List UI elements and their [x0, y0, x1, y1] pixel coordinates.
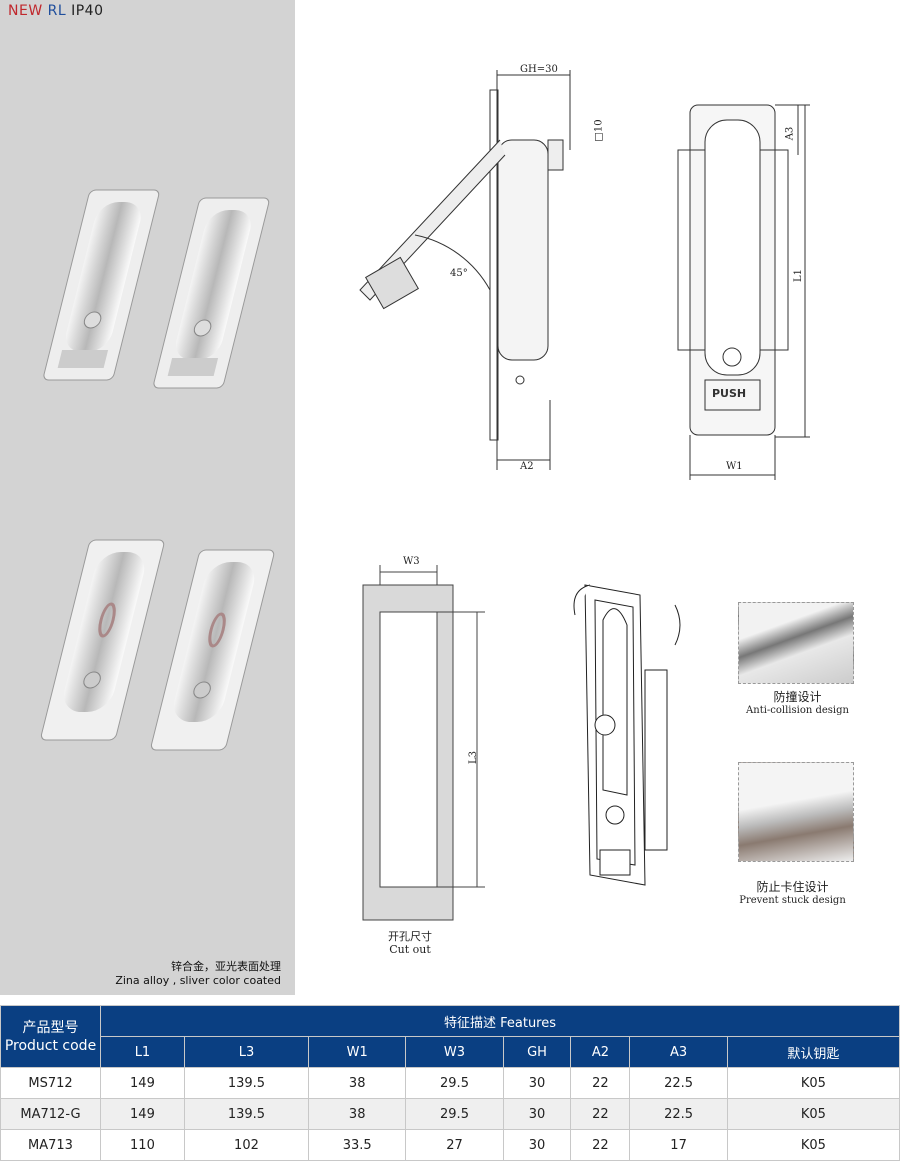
cell: K05 [726, 1067, 900, 1099]
product-photo-panel: NEW RL IP40 锌合金，亚光表面处理 Zina alloy , sliv… [0, 0, 295, 995]
anti-collision-image [738, 602, 854, 684]
caption-cn: 锌合金，亚光表面处理 [171, 960, 281, 973]
caption-en: Zina alloy , sliver color coated [115, 974, 281, 987]
col-header: 默认钥匙 [726, 1036, 900, 1068]
cell: 30 [502, 1067, 572, 1099]
feature-cn: 防止卡住设计 [756, 880, 829, 894]
cell: 110 [100, 1129, 185, 1161]
cutout-drawing [362, 565, 485, 921]
dim-l3: L3 [468, 750, 480, 765]
tag-rl: RL [47, 3, 67, 19]
tag-new: NEW [8, 3, 43, 19]
cell: 17 [629, 1129, 728, 1161]
cell: 38 [308, 1067, 407, 1099]
material-caption: 锌合金，亚光表面处理 Zina alloy , sliver color coa… [21, 960, 281, 988]
feature-prevent-stuck: 防止卡住设计 Prevent stuck design [725, 878, 860, 906]
cell: 102 [183, 1129, 310, 1161]
cell: 22 [570, 1098, 631, 1130]
col-header: L3 [183, 1036, 310, 1068]
dim-w3: W3 [403, 556, 420, 567]
dim-sq10: □10 [593, 119, 605, 142]
dim-a3: A3 [784, 126, 796, 141]
col-header: A3 [629, 1036, 728, 1068]
cell: 30 [502, 1098, 572, 1130]
cell: 29.5 [405, 1098, 504, 1130]
dim-a2: A2 [520, 461, 534, 472]
cell: 22.5 [629, 1067, 728, 1099]
feature-en: Anti-collision design [746, 705, 849, 716]
cell: 38 [308, 1098, 407, 1130]
dim-w1: W1 [726, 461, 743, 472]
cell: 30 [502, 1129, 572, 1161]
cell: 33.5 [308, 1129, 407, 1161]
feature-en: Prevent stuck design [739, 895, 846, 906]
cell: 22 [570, 1129, 631, 1161]
dim-gh: GH=30 [520, 64, 558, 75]
col-header: W1 [308, 1036, 407, 1068]
product-code: MA713 [0, 1129, 101, 1161]
cell: 29.5 [405, 1067, 504, 1099]
product-photo-bottom [40, 539, 275, 751]
product-code: MA712-G [0, 1098, 101, 1130]
prevent-stuck-image [738, 762, 854, 862]
front-view-drawing [677, 104, 810, 480]
cell: 139.5 [183, 1067, 310, 1099]
cutout-caption: 开孔尺寸 Cut out [370, 930, 450, 956]
feature-cn: 防撞设计 [773, 690, 822, 704]
feature-anti-collision: 防撞设计 Anti-collision design [730, 688, 865, 716]
cutout-cn: 开孔尺寸 [388, 930, 432, 943]
col-header: W3 [405, 1036, 504, 1068]
side-view-drawing [359, 70, 571, 470]
dim-l1: L1 [793, 268, 805, 283]
tag-ip: IP40 [71, 3, 104, 19]
cell: 149 [100, 1067, 185, 1099]
cell: 22.5 [629, 1098, 728, 1130]
cell: 22 [570, 1067, 631, 1099]
col-header: GH [502, 1036, 572, 1068]
series-tag: NEW RL IP40 [8, 3, 104, 19]
col-header: A2 [570, 1036, 631, 1068]
perspective-drawing [573, 584, 681, 886]
cell: 27 [405, 1129, 504, 1161]
cell: K05 [726, 1098, 900, 1130]
product-photo-top [43, 189, 270, 389]
product-code: MS712 [0, 1067, 101, 1099]
cutout-en: Cut out [389, 943, 431, 956]
cell: K05 [726, 1129, 900, 1161]
push-label: PUSH [712, 387, 747, 400]
dim-angle: 45° [450, 268, 468, 279]
col-header: L1 [100, 1036, 185, 1068]
cell: 139.5 [183, 1098, 310, 1130]
features-header: 特征描述 Features [100, 1005, 900, 1037]
cell: 149 [100, 1098, 185, 1130]
